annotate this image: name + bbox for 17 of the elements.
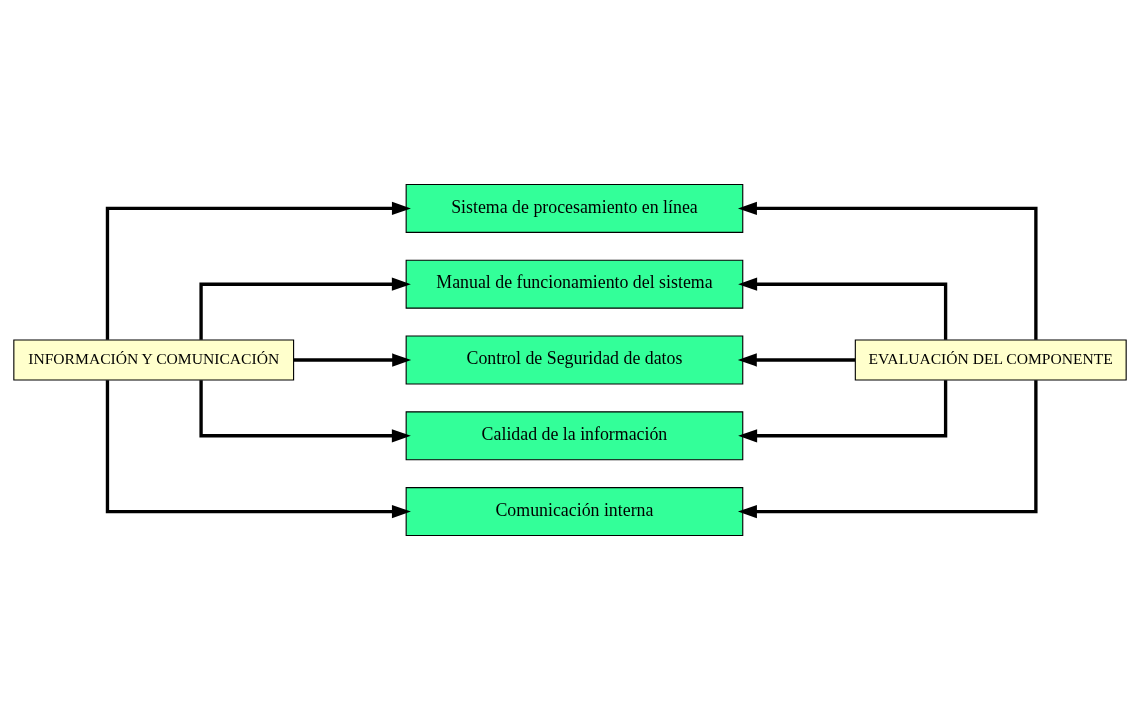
arrow [738,277,948,340]
arrow [737,380,1038,519]
arrow [105,380,411,519]
arrow [199,277,411,340]
arrow [199,380,411,443]
node-box: EVALUACIÓN DEL COMPONENTE [854,339,1127,381]
arrow [738,380,948,443]
arrow [293,353,412,367]
arrow [105,201,411,340]
node-box: Manual de funcionamiento del sistema [405,259,744,309]
arrow [737,353,856,367]
node-box: INFORMACIÓN Y COMUNICACIÓN [13,339,295,381]
node-box: Calidad de la información [405,411,744,461]
node-box: Comunicación interna [405,487,744,537]
arrow [737,201,1038,340]
node-box: Control de Seguridad de datos [405,335,744,385]
node-box: Sistema de procesamiento en línea [405,183,744,233]
